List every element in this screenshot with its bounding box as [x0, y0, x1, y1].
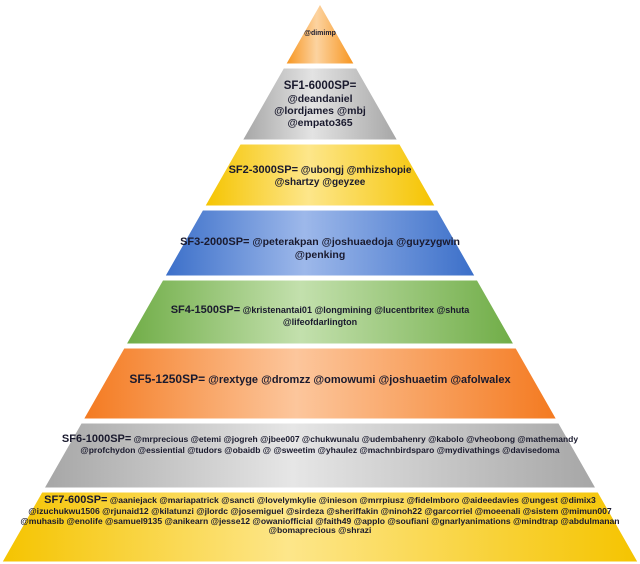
tier-sf5-members: @rextyge @dromzz @omowumi @joshuaetim @a… [208, 374, 511, 386]
tier-sf4-text: SF4-1500SP= @kristenantai01 @longmining … [135, 304, 505, 327]
tier-sf1-text: SF1-6000SP= @deandaniel @lordjames @mbj … [262, 80, 378, 129]
pyramid-tier-sf6 [43, 422, 597, 489]
tier-sf6-text: SF6-1000SP= @mrprecious @etemi @jogreh @… [55, 433, 585, 455]
tier-sf7-heading: SF7-600SP= [44, 494, 108, 506]
tier-sf3-heading: SF3-2000SP= [180, 236, 250, 248]
pyramid-tier-sf5 [82, 347, 558, 420]
pyramid-tier-sf2 [204, 143, 436, 207]
tier-sf5-text: SF5-1250SP= @rextyge @dromzz @omowumi @j… [95, 372, 545, 387]
pyramid-tier-sf1 [241, 67, 399, 141]
tier-top-members: @dimimp [304, 30, 336, 37]
tier-sf7-text: SF7-600SP= @aaniejack @mariapatrick @san… [15, 494, 625, 536]
tier-sf2-text: SF2-3000SP= @ubongj @mhizshopie @shartzy… [215, 164, 425, 188]
tier-sf3-text: SF3-2000SP= @peterakpan @joshuaedoja @gu… [175, 236, 465, 261]
tier-sf5-heading: SF5-1250SP= [129, 372, 206, 386]
tier-sf4-heading: SF4-1500SP= [170, 304, 241, 316]
tier-sf6-heading: SF6-1000SP= [61, 433, 132, 445]
pyramid-tier-sf4 [125, 279, 515, 345]
tier-sf7-members: @aaniejack @mariapatrick @sancti @lovely… [20, 495, 620, 536]
tier-sf1-members: @deandaniel @lordjames @mbj @empato365 [274, 93, 366, 130]
pyramid-tier-sf7 [1, 491, 639, 563]
tier-sf6-members: @mrprecious @etemi @jogreh @jbee007 @chu… [80, 434, 579, 455]
tier-sf3-members: @peterakpan @joshuaedoja @guyzygwin @pen… [252, 236, 460, 261]
pyramid-tier-top [284, 2, 356, 65]
tier-top-text: @dimimp [300, 30, 340, 38]
tier-sf2-heading: SF2-3000SP= [228, 164, 298, 176]
tier-sf1-heading: SF1-6000SP= [283, 80, 357, 92]
tier-sf4-members: @kristenantai01 @longmining @lucentbrite… [242, 305, 470, 327]
pyramid-tier-sf3 [164, 209, 476, 277]
tier-sf2-members: @ubongj @mhizshopie @shartzy @geyzee [274, 165, 412, 188]
